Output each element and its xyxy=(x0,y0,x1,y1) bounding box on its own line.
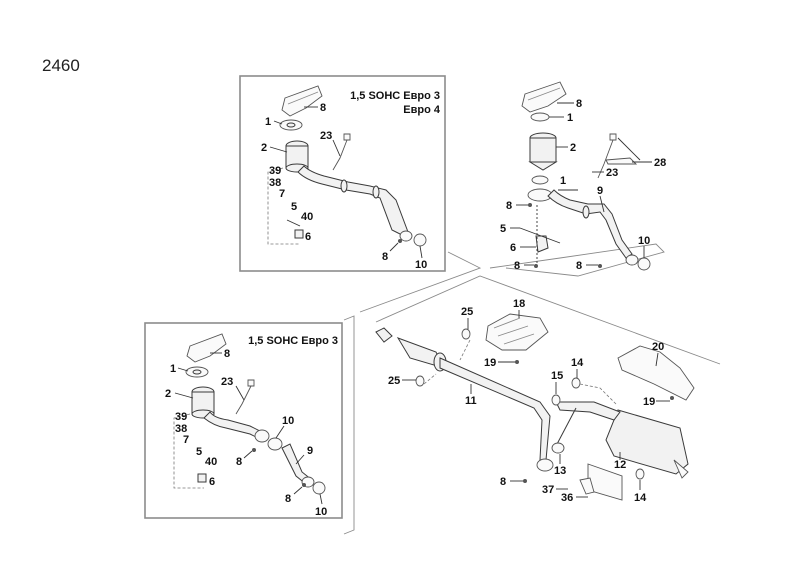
inset-top: 1,5 SOHC Евро 3 Евро 4 8 1 xyxy=(239,75,446,272)
callout-label: 36 xyxy=(561,492,573,504)
callout-label: 9 xyxy=(307,445,313,457)
callout-label: 2 xyxy=(261,142,267,154)
muffler xyxy=(605,409,689,475)
inset-bottom-title-line1: 1,5 SOHC Евро 3 xyxy=(248,335,338,347)
callout-label: 38 xyxy=(269,177,281,189)
callout-label: 6 xyxy=(510,242,516,254)
catalytic-converter xyxy=(529,137,557,163)
inset-top-callouts: 8 1 23 2 39 38 7 5 40 6 8 10 xyxy=(261,102,427,271)
callout-label: 8 xyxy=(382,251,388,263)
sensor-bracket xyxy=(605,157,638,165)
callout-label: 1 xyxy=(560,175,566,187)
exhaust-manifold xyxy=(186,333,227,363)
callout-label: 8 xyxy=(285,493,291,505)
callout-label: 5 xyxy=(291,201,297,213)
callout-label: 7 xyxy=(279,188,285,200)
front-pipe xyxy=(547,189,633,259)
main-lower-callouts: 25 18 19 25 11 14 15 20 19 12 13 8 37 xyxy=(388,298,670,504)
rear-heat-shield xyxy=(617,345,695,401)
callout-label: 14 xyxy=(571,357,584,369)
flange-gasket xyxy=(267,437,283,451)
callout-label: 20 xyxy=(652,341,664,353)
callout-label: 1 xyxy=(170,363,176,375)
callout-label: 40 xyxy=(301,211,313,223)
callout-label: 39 xyxy=(175,411,187,423)
callout-label: 10 xyxy=(415,259,427,271)
callout-label: 12 xyxy=(614,459,626,471)
inset-top-title-line1: 1,5 SOHC Евро 3 xyxy=(350,90,440,102)
oxygen-sensor xyxy=(597,133,617,179)
rubber-hanger xyxy=(415,375,425,387)
hanger-15 xyxy=(551,394,561,406)
callout-label: 1 xyxy=(567,112,573,124)
callout-label: 37 xyxy=(542,484,554,496)
callout-label: 13 xyxy=(554,465,566,477)
callout-label: 11 xyxy=(465,395,477,407)
bracket xyxy=(535,235,549,253)
callout-label: 15 xyxy=(551,370,563,382)
callout-label: 39 xyxy=(269,165,281,177)
heat-shield xyxy=(485,313,549,351)
inset-top-title-line2: Евро 4 xyxy=(403,104,441,116)
callout-label: 5 xyxy=(196,446,202,458)
callout-label: 8 xyxy=(224,348,230,360)
callout-label: 8 xyxy=(500,476,506,488)
main-upper-callouts: 8 1 2 28 23 1 9 8 5 6 8 8 10 xyxy=(500,98,666,272)
callout-label: 8 xyxy=(514,260,520,272)
callout-label: 8 xyxy=(506,200,512,212)
oxygen-sensor xyxy=(332,133,351,171)
callout-label: 10 xyxy=(638,235,650,247)
callout-label: 38 xyxy=(175,423,187,435)
page-number: 2460 xyxy=(42,56,80,75)
callout-label: 25 xyxy=(388,375,400,387)
callout-label: 2 xyxy=(165,388,171,400)
callout-label: 8 xyxy=(320,102,326,114)
callout-label: 40 xyxy=(205,456,217,468)
inset-bottom-callouts: 8 1 23 2 39 38 7 5 40 6 10 9 8 8 10 xyxy=(165,348,327,518)
exhaust-manifold xyxy=(521,81,567,113)
callout-label: 6 xyxy=(209,476,215,488)
callout-label: 9 xyxy=(597,185,603,197)
callout-label: 8 xyxy=(576,98,582,110)
callout-label: 19 xyxy=(484,357,496,369)
pipe-flange xyxy=(375,327,393,343)
callout-label: 5 xyxy=(500,223,506,235)
inset-bottom: 1,5 SOHC Евро 3 8 1 23 2 39 38 7 xyxy=(144,322,343,519)
callout-label: 1 xyxy=(265,116,271,128)
callout-label: 8 xyxy=(576,260,582,272)
callout-label: 2 xyxy=(570,142,576,154)
callout-label: 14 xyxy=(634,492,647,504)
callout-label: 18 xyxy=(513,298,525,310)
callout-label: 6 xyxy=(305,231,311,243)
callout-label: 23 xyxy=(320,130,332,142)
clamp xyxy=(579,477,595,495)
callout-label: 28 xyxy=(654,157,666,169)
hanger-14-rear xyxy=(635,468,645,480)
exhaust-manifold xyxy=(281,85,323,117)
callout-label: 23 xyxy=(606,167,618,179)
callout-label: 7 xyxy=(183,434,189,446)
main-upper-assembly: 8 1 2 28 23 1 9 8 5 6 8 8 10 xyxy=(500,81,666,272)
callout-label: 10 xyxy=(315,506,327,518)
oxygen-sensor xyxy=(235,379,255,415)
callout-label: 10 xyxy=(282,415,294,427)
muffler-inlet-pipe xyxy=(555,401,621,421)
intermediate-pipe xyxy=(439,357,551,461)
rubber-hanger xyxy=(461,328,471,340)
callout-label: 8 xyxy=(236,456,242,468)
bracket-nut xyxy=(294,229,304,239)
callout-label: 25 xyxy=(461,306,473,318)
flange-gasket xyxy=(637,257,651,271)
callout-label: 19 xyxy=(643,396,655,408)
gasket xyxy=(530,112,550,122)
flange-gasket xyxy=(413,233,427,247)
bracket-nut xyxy=(197,473,207,483)
guide-lines xyxy=(343,243,721,535)
callout-label: 23 xyxy=(221,376,233,388)
hanger-14 xyxy=(571,377,581,389)
main-lower-assembly: 25 18 19 25 11 14 15 20 19 12 13 8 37 xyxy=(375,298,695,504)
